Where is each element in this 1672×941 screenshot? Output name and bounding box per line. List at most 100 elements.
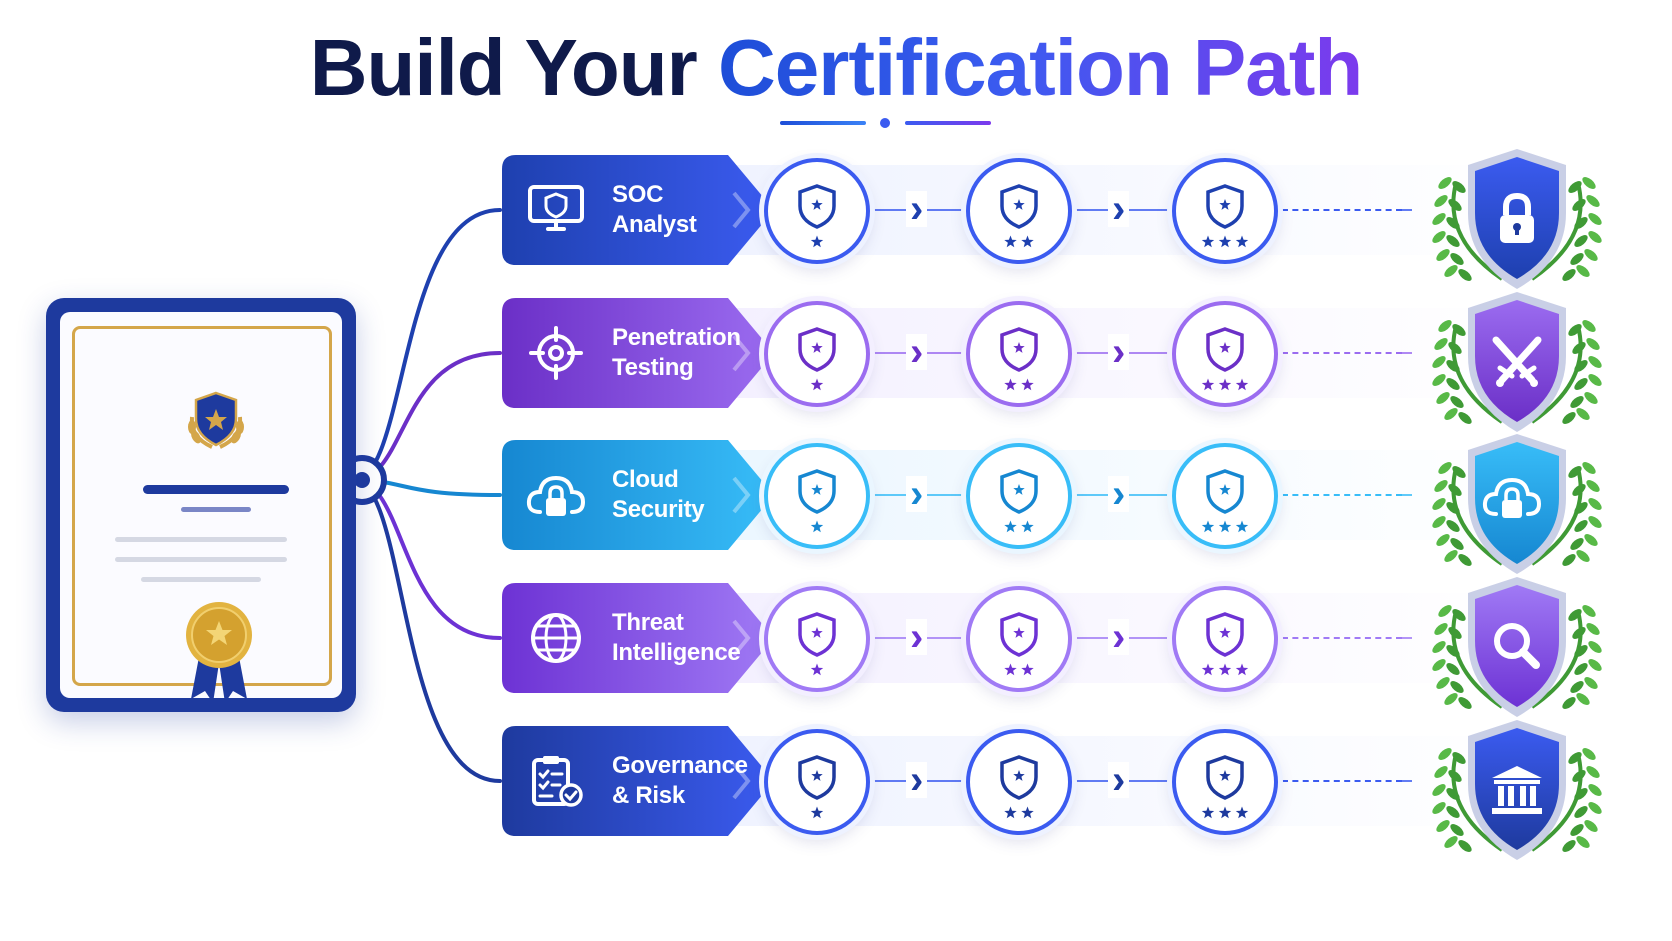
level-step[interactable] — [966, 729, 1072, 835]
progress-line — [772, 352, 1412, 354]
level-step[interactable] — [966, 586, 1072, 692]
level-step[interactable] — [966, 158, 1072, 264]
track-label[interactable]: Penetration Testing — [502, 298, 774, 408]
track-row: Threat Intelligence › › — [502, 577, 1602, 717]
certificate-text-line — [115, 557, 287, 562]
track-row: Cloud Security › › — [502, 434, 1602, 574]
track-label-line-2: Testing — [612, 354, 694, 381]
chevron-right-icon: › — [906, 332, 928, 372]
track-label-line-1: Governance — [612, 752, 748, 779]
shield-star-icon — [798, 327, 836, 391]
track-label-line-2: Analyst — [612, 211, 697, 238]
level-step[interactable] — [764, 586, 870, 692]
track-label-line-1: SOC — [612, 181, 664, 208]
shield-star-icon — [1201, 612, 1249, 676]
track-label[interactable]: Governance & Risk — [502, 726, 774, 836]
shield-star-icon — [798, 469, 836, 533]
shield-star-icon — [1000, 755, 1038, 819]
certificate-frame — [72, 326, 332, 703]
certificate-card — [46, 298, 356, 712]
shield-star-icon — [798, 612, 836, 676]
chevron-right-icon: › — [1108, 189, 1130, 229]
shield-laurel-icon — [188, 391, 244, 449]
track-label-line-2: Security — [612, 496, 705, 523]
track-label-line-1: Threat — [612, 609, 684, 636]
track-label-line-2: Intelligence — [612, 639, 741, 666]
track-row: SOC Analyst › › — [502, 149, 1602, 289]
achievement-badge — [1432, 428, 1602, 580]
chevron-right-icon: › — [1108, 617, 1130, 657]
track-label[interactable]: Cloud Security — [502, 440, 774, 550]
track-label-line-1: Cloud — [612, 466, 679, 493]
progress-line — [772, 494, 1412, 496]
progress-line — [772, 637, 1412, 639]
magnifier-icon — [1494, 623, 1540, 669]
achievement-badge — [1432, 143, 1602, 295]
chevron-right-icon: › — [906, 617, 928, 657]
track-row: Penetration Testing › › — [502, 292, 1602, 432]
page-title: Build Your Certification Path — [0, 22, 1672, 114]
progress-dash — [1282, 637, 1402, 639]
globe-icon — [531, 613, 581, 663]
shield-star-icon — [1201, 755, 1249, 819]
level-step[interactable] — [1172, 158, 1278, 264]
track-label-line-2: & Risk — [612, 782, 685, 809]
crossed-swords-icon — [1492, 336, 1542, 387]
shield-star-icon — [798, 755, 836, 819]
ribbon-seal-icon — [186, 602, 252, 703]
level-step[interactable] — [1172, 586, 1278, 692]
institution-icon — [1492, 766, 1542, 814]
level-step[interactable] — [1172, 729, 1278, 835]
title-part-2: Certification Path — [717, 23, 1363, 112]
achievement-badge — [1432, 714, 1602, 866]
connector-curve — [352, 478, 502, 783]
level-step[interactable] — [1172, 301, 1278, 407]
certificate-text-line — [115, 537, 287, 542]
achievement-badge — [1432, 286, 1602, 438]
crosshair-icon — [529, 326, 583, 380]
shield-star-icon — [1000, 612, 1038, 676]
level-step[interactable] — [764, 443, 870, 549]
track-row: Governance & Risk › › — [502, 720, 1602, 860]
certificate-subtitle-line — [181, 507, 251, 512]
progress-dash — [1282, 352, 1402, 354]
title-divider — [0, 118, 1672, 128]
chevron-right-icon: › — [1108, 760, 1130, 800]
progress-dash — [1282, 494, 1402, 496]
cloud-lock-icon — [1482, 477, 1542, 518]
level-step[interactable] — [966, 443, 1072, 549]
level-step[interactable] — [1172, 443, 1278, 549]
level-step[interactable] — [764, 729, 870, 835]
chevron-right-icon: › — [906, 474, 928, 514]
monitor-shield-icon — [528, 185, 584, 231]
progress-dash — [1282, 780, 1402, 782]
certificate-text-line — [141, 577, 261, 582]
connector-curve — [352, 208, 502, 482]
progress-line — [772, 209, 1412, 211]
shield-star-icon — [1201, 469, 1249, 533]
title-part-1: Build Your — [309, 23, 698, 112]
achievement-badge — [1432, 571, 1602, 723]
level-step[interactable] — [966, 301, 1072, 407]
checklist-icon — [532, 756, 583, 807]
level-step[interactable] — [764, 158, 870, 264]
cloud-lock-icon — [526, 475, 586, 516]
track-label-line-1: Penetration — [612, 324, 741, 351]
chevron-right-icon: › — [906, 760, 928, 800]
shield-star-icon — [798, 184, 836, 248]
chevron-right-icon: › — [1108, 332, 1130, 372]
shield-star-icon — [1000, 327, 1038, 391]
track-label[interactable]: SOC Analyst — [502, 155, 774, 265]
level-step[interactable] — [764, 301, 870, 407]
chevron-right-icon: › — [1108, 474, 1130, 514]
chevron-right-icon: › — [906, 189, 928, 229]
padlock-icon — [1500, 192, 1534, 243]
shield-star-icon — [1201, 184, 1249, 248]
shield-star-icon — [1000, 184, 1038, 248]
shield-star-icon — [1201, 327, 1249, 391]
shield-star-icon — [1000, 469, 1038, 533]
progress-dash — [1282, 209, 1402, 211]
track-label[interactable]: Threat Intelligence — [502, 583, 774, 693]
certificate-title-line — [143, 485, 289, 494]
progress-line — [772, 780, 1412, 782]
